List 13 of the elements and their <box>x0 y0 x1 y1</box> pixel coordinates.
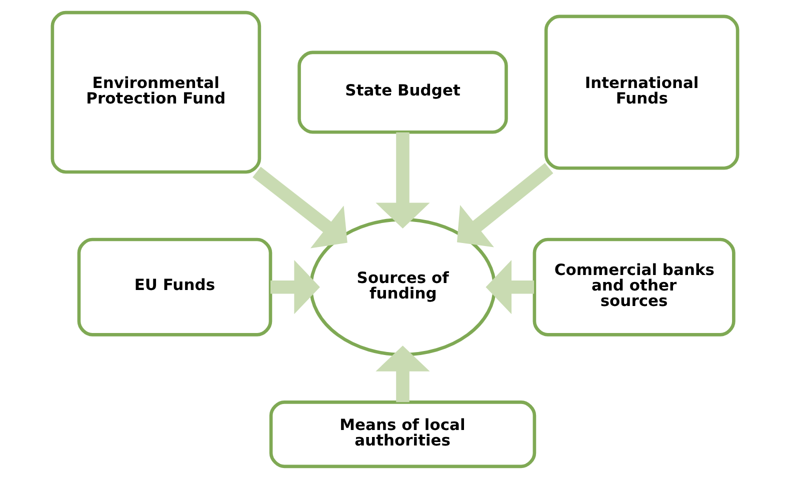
arrow <box>252 166 348 248</box>
node-ellipse: Sources of funding <box>309 218 496 356</box>
arrow <box>376 346 430 402</box>
arrow <box>270 260 320 314</box>
node-box: EU Funds <box>77 238 272 336</box>
arrow <box>456 162 554 248</box>
arrow <box>486 260 534 314</box>
node-box: International Funds <box>544 14 740 170</box>
arrow <box>376 132 430 229</box>
node-box: State Budget <box>298 50 508 134</box>
node-box: Means of local authorities <box>269 400 536 468</box>
node-box: Environmental Protection Fund <box>50 10 262 174</box>
node-box: Commercial banks and other sources <box>532 238 736 336</box>
